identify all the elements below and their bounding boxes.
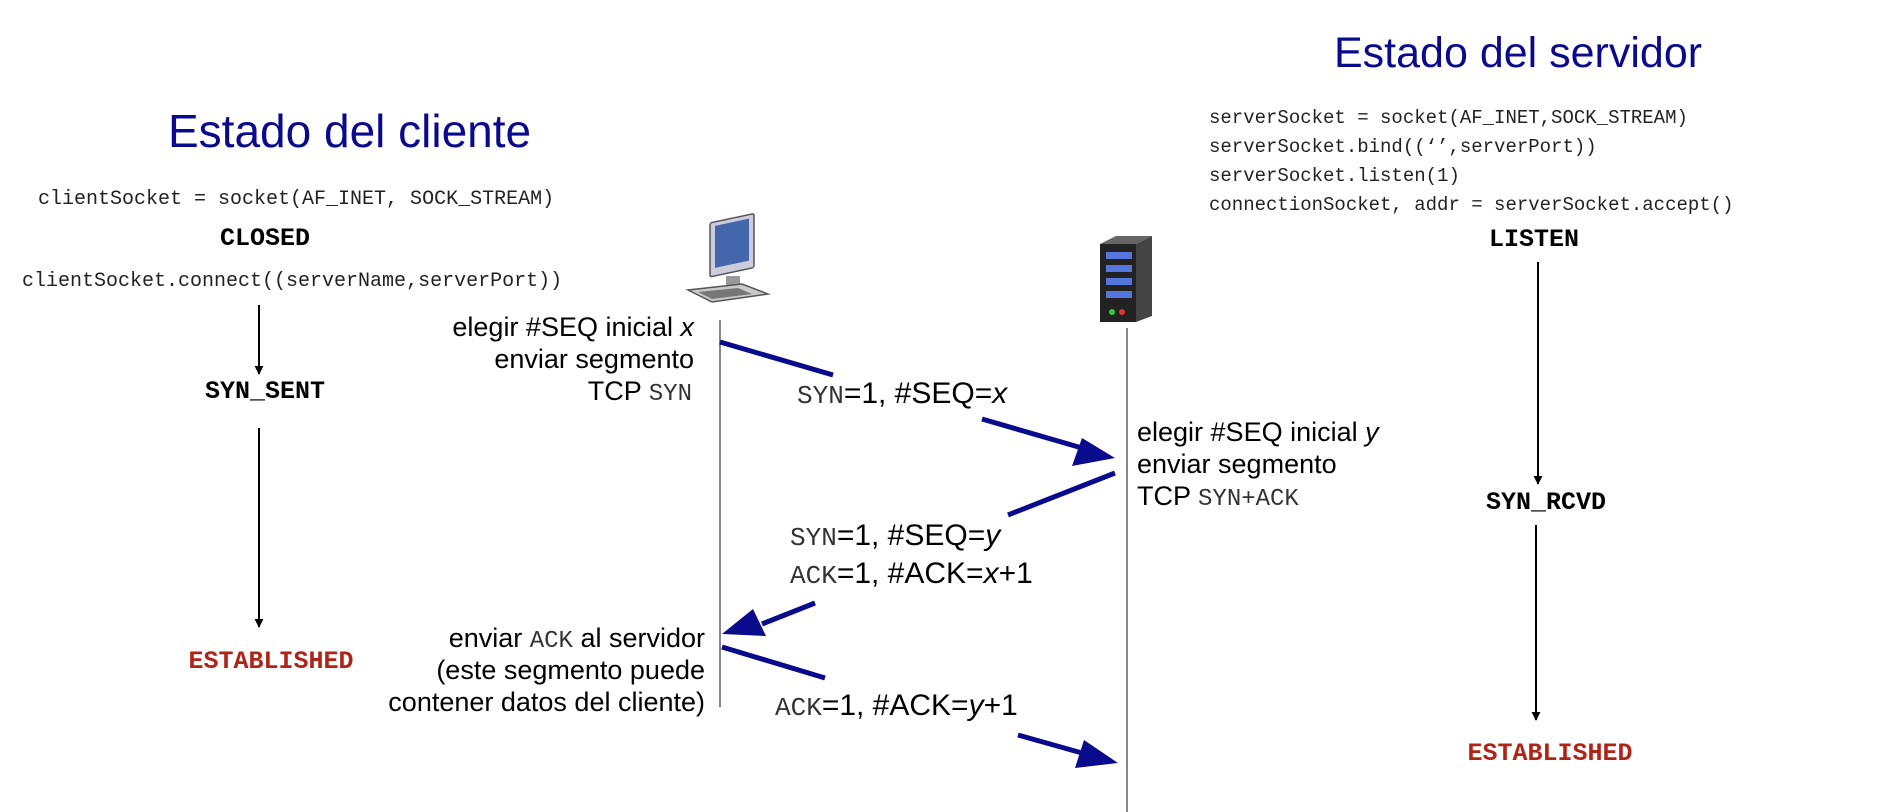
server-code-line: serverSocket.bind((‘’,serverPort))	[1209, 136, 1597, 158]
client-state-syn-sent: SYN_SENT	[205, 377, 325, 406]
syn-message-arrow	[719, 339, 1115, 466]
desktop-computer-icon	[685, 213, 771, 303]
synack-message-label-line2: ACK=1, #ACK=x+1	[790, 557, 1033, 591]
client-socket-code: clientSocket = socket(AF_INET, SOCK_STRE…	[38, 188, 554, 211]
client-step3-line1: enviar ACK al servidor	[449, 623, 705, 655]
server-code-line: connectionSocket, addr = serverSocket.ac…	[1209, 194, 1734, 216]
server-state-established: ESTABLISHED	[1467, 739, 1632, 768]
client-step1-line2: enviar segmento	[494, 344, 694, 374]
server-title: Estado del servidor	[1334, 29, 1702, 77]
client-title: Estado del cliente	[168, 105, 531, 157]
server-state-listen: LISTEN	[1489, 225, 1579, 254]
client-connect-code: clientSocket.connect((serverName,serverP…	[22, 270, 562, 293]
client-step1-line3: TCP SYN	[588, 376, 692, 408]
client-state-established: ESTABLISHED	[188, 647, 353, 676]
server-step2-line2: enviar segmento	[1137, 449, 1337, 479]
client-step3-line3: contener datos del cliente)	[388, 687, 705, 717]
server-step2-line1: elegir #SEQ inicial y	[1137, 417, 1380, 447]
server-state-syn-rcvd: SYN_RCVD	[1486, 488, 1606, 517]
server-tower-icon	[1100, 236, 1152, 322]
client-state-closed: CLOSED	[220, 224, 310, 253]
server-step2-line3: TCP SYN+ACK	[1137, 481, 1299, 513]
server-code-line: serverSocket.listen(1)	[1209, 165, 1460, 187]
ack-message-arrow	[721, 644, 1118, 768]
client-step3-line2: (este segmento puede	[436, 655, 705, 685]
synack-message-arrow	[722, 470, 1116, 636]
server-code-line: serverSocket = socket(AF_INET,SOCK_STREA…	[1209, 107, 1688, 129]
client-step1-line1: elegir #SEQ inicial x	[452, 312, 695, 342]
syn-message-label: SYN=1, #SEQ=x	[797, 377, 1008, 411]
ack-message-label: ACK=1, #ACK=y+1	[775, 689, 1018, 723]
synack-message-label-line1: SYN=1, #SEQ=y	[790, 519, 1002, 553]
